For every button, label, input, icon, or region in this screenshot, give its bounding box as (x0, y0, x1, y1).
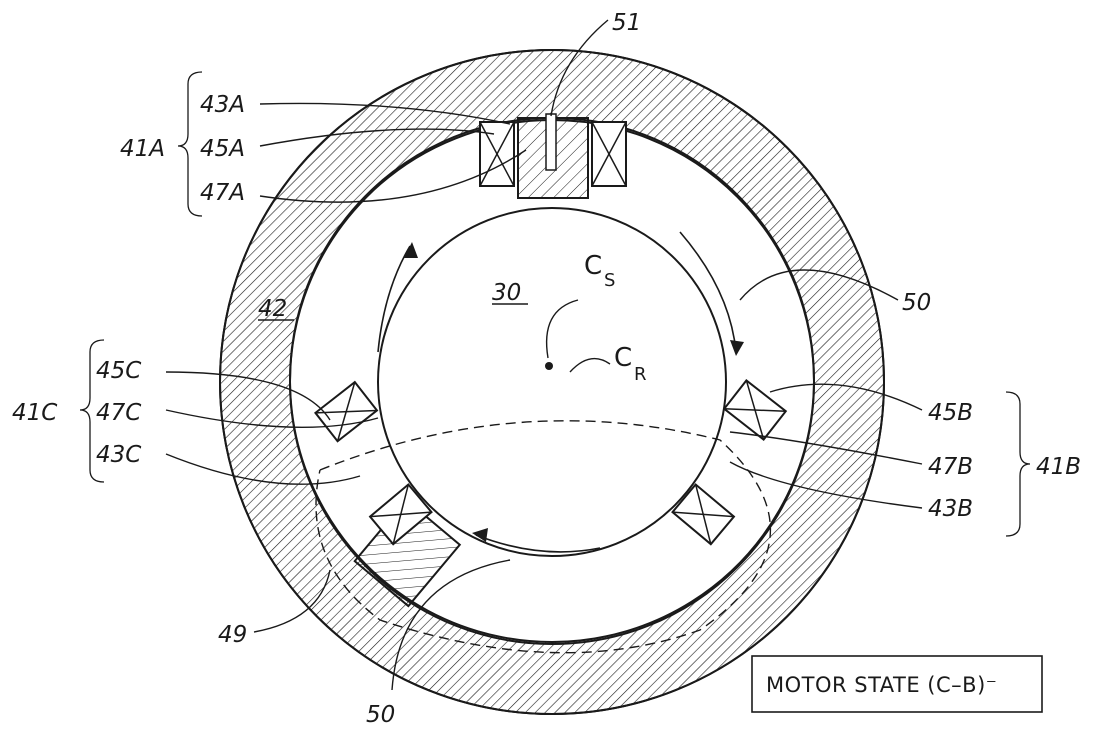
label-45B: 45B (928, 400, 973, 426)
stator-outer-edge (219, 49, 885, 715)
label-49: 49 (218, 622, 247, 648)
rotor-30 (377, 207, 727, 557)
brace-41A (177, 71, 203, 217)
motor-state-box (751, 655, 1043, 713)
rotation-arrow-bottom (475, 534, 601, 553)
label-cs-subscript: S (604, 270, 615, 291)
label-43A: 43A (200, 92, 245, 118)
motor-state-label: MOTOR STATE (C–B)⁻ (766, 673, 997, 697)
rotation-arrow-right (679, 231, 737, 353)
brace-41B (1005, 391, 1031, 537)
sensor-51 (545, 113, 557, 171)
pole-41A (479, 113, 627, 199)
rotation-arrow-left (377, 245, 411, 353)
label-50-right: 50 (902, 290, 931, 316)
pole-41B-coils (671, 379, 788, 546)
label-43B: 43B (928, 496, 973, 522)
label-30: 30 (492, 280, 521, 306)
label-cr-subscript: R (634, 364, 647, 385)
label-47B: 47B (928, 454, 973, 480)
label-cr: C (614, 343, 632, 373)
label-51: 51 (612, 10, 641, 36)
label-41B: 41B (1036, 454, 1081, 480)
label-42: 42 (258, 296, 287, 322)
label-cs: C (584, 251, 602, 281)
center-rotor-dot (545, 362, 553, 370)
label-47C: 47C (96, 400, 141, 426)
brace-41C (79, 339, 105, 483)
label-50-bottom: 50 (366, 702, 395, 728)
label-41A: 41A (120, 136, 165, 162)
label-47A: 47A (200, 180, 245, 206)
label-45C: 45C (96, 358, 141, 384)
label-43C: 43C (96, 442, 141, 468)
label-41C: 41C (12, 400, 57, 426)
flux-path-49 (315, 420, 772, 654)
label-45A: 45A (200, 136, 245, 162)
